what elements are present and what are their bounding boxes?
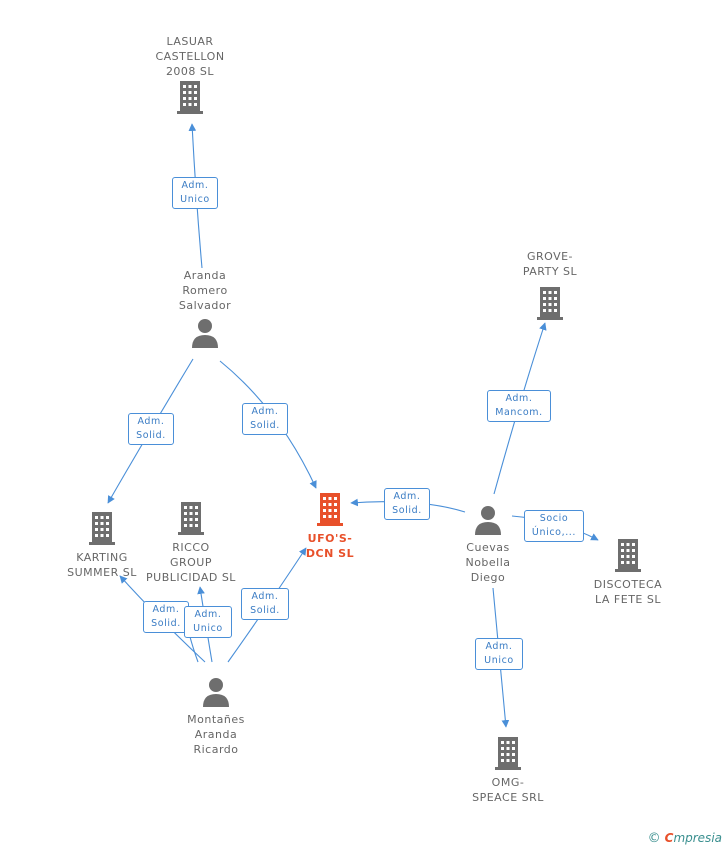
person-icon <box>203 678 229 707</box>
empresia-logo: ©Cmpresia <box>647 831 722 846</box>
badge-montanes-ricco[interactable]: Adm. Unico <box>184 606 232 638</box>
node-label: RICCO GROUP PUBLICIDAD SL <box>146 541 236 584</box>
node-label: UFO'S- DCN SL <box>305 532 355 560</box>
node-label: DISCOTECA LA FETE SL <box>593 578 663 606</box>
company-ricco[interactable]: RICCO GROUP PUBLICIDAD SL <box>136 500 246 585</box>
company-omg[interactable]: OMG- SPEACE SRL <box>458 735 558 805</box>
building-icon <box>89 512 115 545</box>
badge-montanes-ufos[interactable]: Adm. Solid. <box>241 588 289 620</box>
person-montanes[interactable]: Montañes Aranda Ricardo <box>166 676 266 757</box>
building-icon <box>495 737 521 770</box>
badge-cuevas-grove[interactable]: Adm. Mancom. <box>487 390 551 422</box>
person-icon <box>192 319 218 348</box>
building-icon <box>178 502 204 535</box>
building-icon <box>317 493 343 526</box>
building-icon <box>537 287 563 320</box>
node-label: Aranda Romero Salvador <box>178 269 232 312</box>
copyright-icon: © <box>647 831 661 846</box>
node-label: GROVE- PARTY SL <box>522 250 578 278</box>
building-icon <box>177 81 203 114</box>
company-karting[interactable]: KARTING SUMMER SL <box>52 510 152 580</box>
badge-aranda-ufos[interactable]: Adm. Solid. <box>242 403 288 435</box>
badge-cuevas-ufos[interactable]: Adm. Solid. <box>384 488 430 520</box>
person-icon <box>475 506 501 535</box>
company-ufos-focus[interactable]: UFO'S- DCN SL <box>285 491 375 561</box>
node-label: OMG- SPEACE SRL <box>472 776 544 804</box>
person-aranda[interactable]: Aranda Romero Salvador <box>155 268 255 349</box>
badge-cuevas-omg[interactable]: Adm. Unico <box>475 638 523 670</box>
node-label: Cuevas Nobella Diego <box>465 541 511 584</box>
node-label: KARTING SUMMER SL <box>67 551 137 579</box>
node-label: LASUAR CASTELLON 2008 SL <box>155 35 225 78</box>
badge-cuevas-discoteca[interactable]: Socio Único,... <box>524 510 584 542</box>
badge-aranda-karting[interactable]: Adm. Solid. <box>128 413 174 445</box>
building-icon <box>615 539 641 572</box>
company-grove[interactable]: GROVE- PARTY SL <box>500 249 600 321</box>
badge-montanes-karting[interactable]: Adm. Solid. <box>143 601 189 633</box>
badge-aranda-lasuar[interactable]: Adm. Unico <box>172 177 218 209</box>
company-discoteca[interactable]: DISCOTECA LA FETE SL <box>578 537 678 607</box>
company-lasuar[interactable]: LASUAR CASTELLON 2008 SL <box>142 34 238 115</box>
node-label: Montañes Aranda Ricardo <box>187 713 245 756</box>
person-cuevas[interactable]: Cuevas Nobella Diego <box>440 504 536 585</box>
